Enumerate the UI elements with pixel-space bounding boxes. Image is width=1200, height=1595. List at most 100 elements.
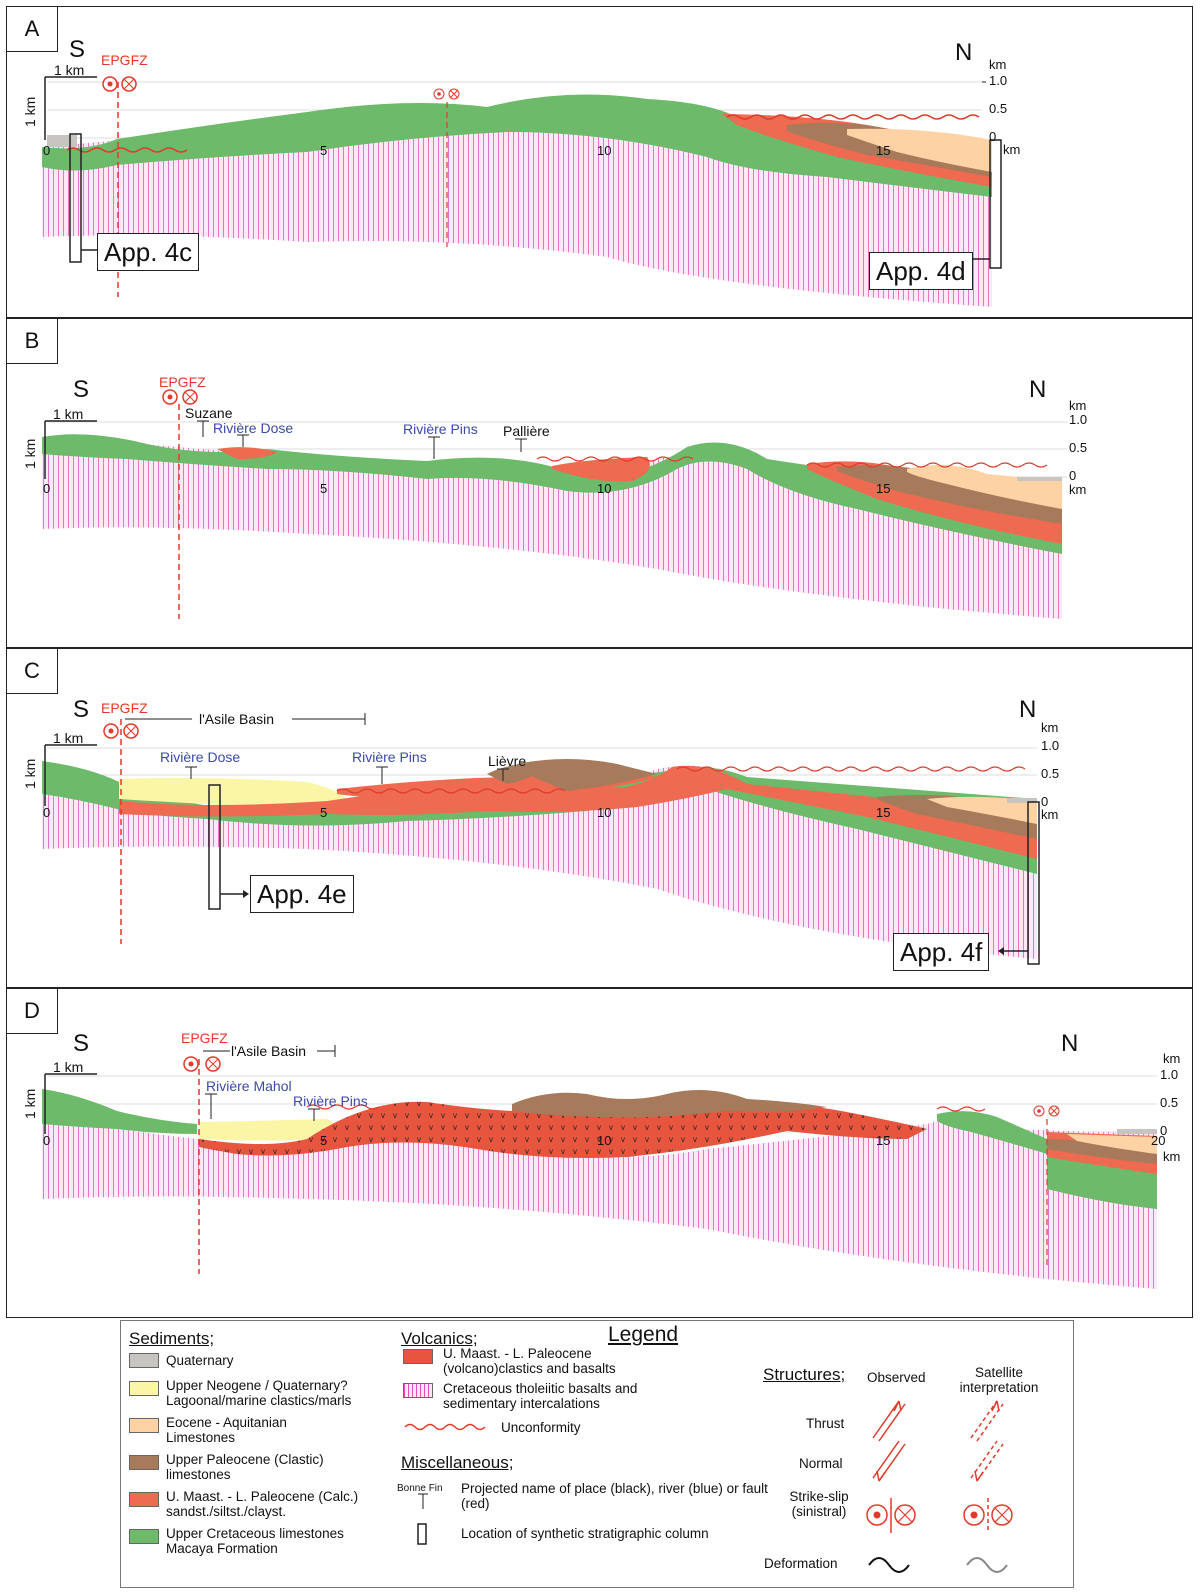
section-b-drawing: S N 1 km 1 km EPGFZ Suzane Rivière Dose … [22, 374, 1087, 619]
structure-symbols [866, 1400, 1013, 1573]
svg-text:5: 5 [320, 1133, 327, 1148]
svg-text:N: N [1019, 696, 1036, 723]
svg-text:0.5: 0.5 [1069, 440, 1087, 455]
svg-text:N: N [1061, 1030, 1078, 1057]
svg-text:0: 0 [1041, 794, 1048, 809]
svg-text:1 km: 1 km [53, 730, 83, 746]
svg-text:15: 15 [876, 1133, 890, 1148]
panel-label: A [7, 7, 58, 52]
svg-text:1.0: 1.0 [1069, 412, 1087, 427]
column-link-app-4f[interactable]: App. 4f [893, 933, 990, 971]
svg-text:10: 10 [597, 481, 611, 496]
place-marker-icon [418, 1493, 428, 1509]
sediments-heading: Sediments; [129, 1329, 215, 1348]
svg-text:S: S [73, 696, 89, 723]
river-pins: Rivière Pins [403, 421, 478, 437]
svg-text:10: 10 [597, 805, 611, 820]
swatch-upper-paleocene [129, 1455, 159, 1470]
svg-text:0: 0 [43, 805, 50, 820]
svg-text:EPGFZ: EPGFZ [159, 374, 206, 390]
svg-text:10: 10 [597, 1133, 611, 1148]
basin-label: l'Asile Basin [199, 711, 274, 727]
cross-section-c: C S N 1 km 1 km EPGFZ l'Asile Basin [6, 648, 1193, 988]
svg-text:0: 0 [989, 129, 996, 144]
legend: Legend Sediments; Quaternary Upper Neoge… [120, 1320, 1074, 1588]
svg-text:1 km: 1 km [22, 759, 38, 789]
svg-text:15: 15 [876, 143, 890, 158]
swatch-quaternary [129, 1353, 159, 1368]
svg-text:15: 15 [876, 481, 890, 496]
svg-text:km: km [1069, 482, 1086, 497]
north-label: N [955, 39, 972, 66]
structures-heading: Structures; [763, 1365, 846, 1384]
swatch-neogene [129, 1381, 159, 1396]
cross-section-b: B S N 1 km 1 km EPGFZ Suzane Rivière Dos… [6, 318, 1193, 648]
svg-text:km: km [1163, 1149, 1180, 1164]
svg-text:0.5: 0.5 [1160, 1095, 1178, 1110]
place-lievre: Lièvre [488, 753, 526, 769]
panel-label: D [7, 989, 58, 1034]
svg-text:15: 15 [876, 805, 890, 820]
column-link-app-4e[interactable]: App. 4e [250, 875, 354, 913]
volcanics-heading: Volcanics; [401, 1329, 478, 1348]
svg-text:5: 5 [320, 481, 327, 496]
column-link-app-4d[interactable]: App. 4d [869, 252, 973, 290]
section-a-drawing: S N 1 km 1 km EPGFZ 0 5 10 15 1.0 0.5 0 … [22, 36, 1020, 307]
basin-label: l'Asile Basin [231, 1043, 306, 1059]
fault-label: EPGFZ [101, 52, 148, 68]
section-d-drawing: S N 1 km 1 km EPGFZ l'Asile Basin Rivièr… [22, 1030, 1180, 1289]
legend-title: Legend [608, 1323, 679, 1346]
svg-text:0: 0 [43, 481, 50, 496]
swatch-volcaniclastics [403, 1349, 433, 1364]
scale-label: 1 km [54, 62, 84, 78]
svg-text:10: 10 [597, 143, 611, 158]
svg-text:km: km [989, 57, 1006, 72]
svg-text:5: 5 [320, 143, 327, 158]
swatch-maast-sandstone [129, 1492, 159, 1507]
observed-heading: Observed [867, 1370, 926, 1385]
svg-text:0.5: 0.5 [1041, 766, 1059, 781]
place-palliere: Pallière [503, 423, 550, 439]
svg-text:S: S [73, 376, 89, 403]
svg-text:0: 0 [43, 143, 50, 158]
svg-text:EPGFZ: EPGFZ [101, 700, 148, 716]
svg-text:1 km: 1 km [22, 1089, 38, 1119]
panel-label: C [7, 649, 58, 694]
svg-text:1 km: 1 km [53, 406, 83, 422]
svg-text:1.0: 1.0 [1041, 738, 1059, 753]
river-mahol: Rivière Mahol [206, 1078, 292, 1094]
river-pins: Rivière Pins [352, 749, 427, 765]
cross-section-a: A S N 1 km 1 km [6, 6, 1193, 318]
svg-text:0.5: 0.5 [989, 101, 1007, 116]
unconformity-icon [404, 1423, 486, 1431]
column-link-app-4c[interactable]: App. 4c [97, 233, 200, 271]
river-dose: Rivière Dose [213, 420, 293, 436]
svg-text:S: S [73, 1030, 89, 1057]
satellite-heading: Satellite interpretation [959, 1365, 1039, 1395]
river-pins: Rivière Pins [293, 1093, 368, 1109]
svg-text:1 km: 1 km [53, 1059, 83, 1075]
svg-text:EPGFZ: EPGFZ [181, 1030, 228, 1046]
column-location-icon [417, 1523, 427, 1545]
svg-text:0: 0 [43, 1133, 50, 1148]
svg-text:N: N [1029, 376, 1046, 403]
projected-name-example: Bonne Fin [397, 1483, 443, 1494]
svg-text:km: km [1163, 1051, 1180, 1066]
svg-text:0: 0 [1160, 1123, 1167, 1138]
panel-label: B [7, 319, 58, 364]
svg-text:km: km [1069, 398, 1086, 413]
svg-text:km: km [1041, 720, 1058, 735]
svg-text:km: km [1041, 807, 1058, 822]
svg-text:km: km [1003, 142, 1020, 157]
swatch-macaya [129, 1529, 159, 1544]
svg-text:1.0: 1.0 [989, 73, 1007, 88]
river-dose: Rivière Dose [160, 749, 240, 765]
svg-text:0: 0 [1069, 468, 1076, 483]
svg-text:1 km: 1 km [22, 439, 38, 469]
svg-text:1.0: 1.0 [1160, 1067, 1178, 1082]
svg-text:5: 5 [320, 805, 327, 820]
south-label: S [69, 36, 85, 63]
section-c-drawing: S N 1 km 1 km EPGFZ l'Asile Basin Rivièr… [22, 696, 1059, 965]
vscale-label: 1 km [22, 97, 38, 127]
cross-section-d: D S N 1 km 1 km EPGFZ l'Asile Basin Riv [6, 988, 1193, 1318]
